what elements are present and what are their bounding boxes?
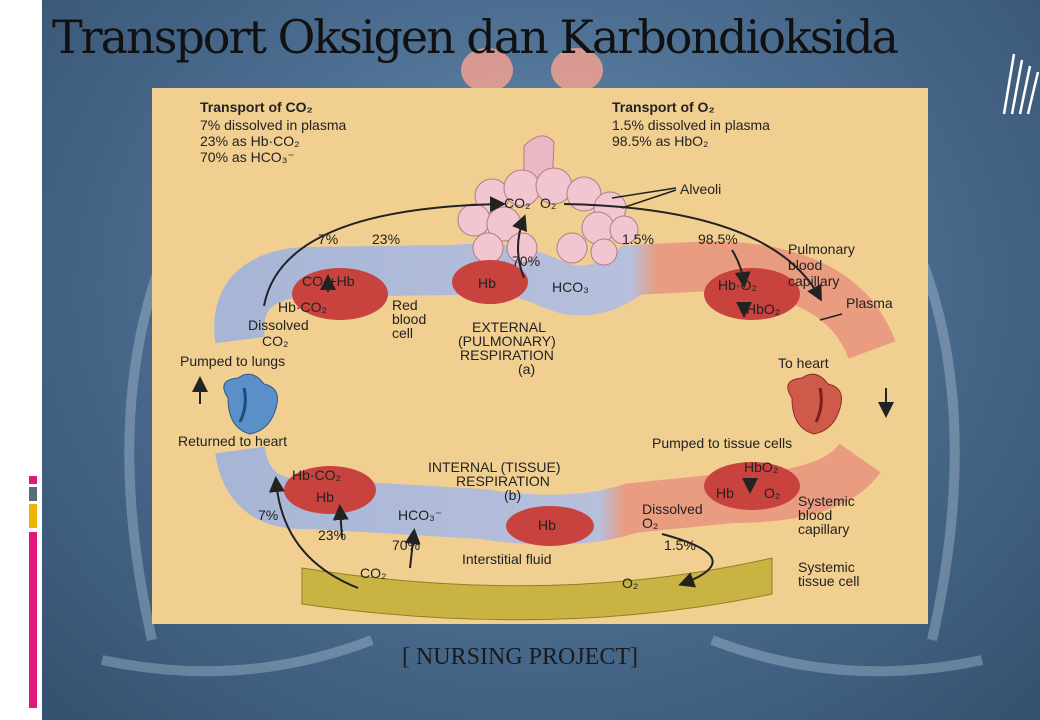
returned-to-heart: Returned to heart bbox=[178, 433, 287, 449]
pumped-to-tissue: Pumped to tissue cells bbox=[652, 435, 792, 451]
rbc-label-1: Red bbox=[392, 297, 418, 313]
external-resp-4: (a) bbox=[518, 361, 535, 377]
alveoli-o2: O₂ bbox=[540, 195, 556, 211]
pumped-to-lungs: Pumped to lungs bbox=[180, 353, 285, 369]
pct-23-top: 23% bbox=[372, 231, 400, 247]
pulmonary-cap-3: capillary bbox=[788, 273, 839, 289]
o2-line-2: 98.5% as HbO₂ bbox=[612, 133, 708, 149]
footer-text: [ NURSING PROJECT] bbox=[401, 644, 638, 670]
systemic-cap-3: capillary bbox=[798, 521, 849, 537]
external-resp-2: (PULMONARY) bbox=[458, 333, 556, 349]
pct-98-5-top: 98.5% bbox=[698, 231, 738, 247]
rbc-bottom-center bbox=[506, 506, 594, 546]
o2-line-1: 1.5% dissolved in plasma bbox=[612, 117, 770, 133]
hb-split: Hb bbox=[716, 485, 734, 501]
pct-70-top: 70% bbox=[512, 253, 540, 269]
co2-bottom: CO₂ bbox=[360, 565, 386, 581]
slide-title: Transport Oksigen dan Karbondioksida bbox=[52, 10, 899, 64]
rbc-label-3: cell bbox=[392, 325, 413, 341]
to-heart: To heart bbox=[778, 355, 829, 371]
co2-hb-label: CO₂+Hb bbox=[302, 273, 355, 289]
alveoli-label: Alveoli bbox=[680, 181, 721, 197]
systemic-cap-1: Systemic bbox=[798, 493, 855, 509]
internal-resp-2: RESPIRATION bbox=[456, 473, 550, 489]
systemic-tissue-1: Systemic bbox=[798, 559, 855, 575]
hbo2-top-label: HbO₂ bbox=[746, 301, 780, 317]
pct-70-bottom: 70% bbox=[392, 537, 420, 553]
co2-heading: Transport of CO₂ bbox=[200, 99, 313, 115]
hb-top-label: Hb bbox=[478, 275, 496, 291]
co2-line-3: 70% as HCO₃⁻ bbox=[200, 149, 295, 165]
hb-o2-top-label: Hb·O₂ bbox=[718, 277, 757, 293]
systemic-tissue-2: tissue cell bbox=[798, 573, 859, 589]
o2-split: O₂ bbox=[764, 485, 780, 501]
heart-left-icon bbox=[223, 373, 278, 435]
interstitial-fluid: Interstitial fluid bbox=[462, 551, 551, 567]
accent-bar-gray bbox=[29, 487, 37, 501]
heart-right-icon bbox=[787, 373, 842, 435]
pulmonary-cap-1: Pulmonary bbox=[788, 241, 855, 257]
hb-bottom: Hb bbox=[316, 489, 334, 505]
pct-1-5-bottom: 1.5% bbox=[664, 537, 696, 553]
internal-resp-3: (b) bbox=[504, 487, 521, 503]
accent-bar-pink-top bbox=[29, 476, 37, 484]
rbc-top-right bbox=[704, 268, 800, 320]
rbc-top-center bbox=[452, 260, 528, 304]
corner-decoration bbox=[1002, 53, 1040, 115]
o2-heading: Transport of O₂ bbox=[612, 99, 715, 115]
hco3-bottom: HCO₃⁻ bbox=[398, 507, 442, 523]
pulmonary-cap-2: blood bbox=[788, 257, 822, 273]
pct-7-top: 7% bbox=[318, 231, 338, 247]
systemic-tissue-cell bbox=[301, 557, 773, 621]
dissolved-o2-1: Dissolved bbox=[642, 501, 703, 517]
co2-line-2: 23% as Hb·CO₂ bbox=[200, 133, 300, 149]
external-resp-1: EXTERNAL bbox=[472, 319, 546, 335]
rbc-label-2: blood bbox=[392, 311, 426, 327]
respiration-diagram: Transport of CO₂ 7% dissolved in plasma … bbox=[152, 88, 928, 624]
rbc-bottom-left bbox=[284, 466, 376, 514]
plasma-label: Plasma bbox=[846, 295, 893, 311]
hb-co2-label: Hb·CO₂ bbox=[278, 299, 327, 315]
external-resp-3: RESPIRATION bbox=[460, 347, 554, 363]
hbo2-bottom: HbO₂ bbox=[744, 459, 778, 475]
pct-7-bottom: 7% bbox=[258, 507, 278, 523]
accent-bar-yellow bbox=[29, 504, 37, 528]
hb-co2-bottom: Hb·CO₂ bbox=[292, 467, 341, 483]
o2-bottom: O₂ bbox=[622, 575, 638, 591]
dissolved-co2-1: Dissolved bbox=[248, 317, 309, 333]
dissolved-co2-2: CO₂ bbox=[262, 333, 288, 349]
hco3-top-label: HCO₃ bbox=[552, 279, 589, 295]
pct-1-5-top: 1.5% bbox=[622, 231, 654, 247]
pct-23-bottom: 23% bbox=[318, 527, 346, 543]
accent-bar-pink bbox=[29, 532, 37, 708]
hb-center-bottom: Hb bbox=[538, 517, 556, 533]
alveoli-co2: CO₂ bbox=[504, 195, 530, 211]
rbc-top-left bbox=[292, 268, 388, 320]
internal-resp-1: INTERNAL (TISSUE) bbox=[428, 459, 561, 475]
systemic-cap-2: blood bbox=[798, 507, 832, 523]
dissolved-o2-2: O₂ bbox=[642, 515, 658, 531]
co2-line-1: 7% dissolved in plasma bbox=[200, 117, 347, 133]
